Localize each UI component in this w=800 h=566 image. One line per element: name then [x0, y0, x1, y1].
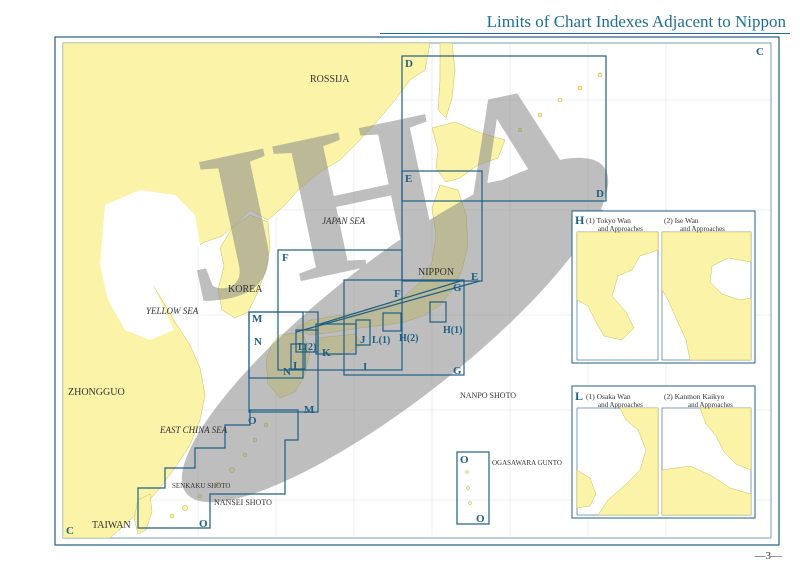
inset-h2-subtitle: and Approaches [680, 225, 725, 233]
label-ogasawara-gunto: OGASAWARA GUNTO [492, 459, 562, 467]
label-nanpo-shoto: NANPO SHOTO [460, 391, 516, 400]
label-taiwan: TAIWAN [92, 520, 131, 531]
label-zhongguo: ZHONGGUO [68, 387, 125, 398]
inset-l1-land-west [576, 469, 597, 509]
index-letter-h2: H(2) [399, 333, 418, 344]
page-number: —3— [754, 550, 783, 562]
index-letter-n-bottom: N [283, 366, 291, 378]
index-box-e[interactable] [401, 170, 483, 282]
index-letter-o-bottom: O [199, 518, 208, 530]
label-nippon: NIPPON [418, 267, 454, 278]
inset-h[interactable]: H (1) Tokyo Wan and Approaches (2) Ise W… [571, 210, 756, 364]
index-letter-m-bottom: M [304, 404, 315, 416]
index-letter-e-top: E [405, 173, 412, 185]
index-box-m[interactable] [248, 311, 319, 413]
index-link-ef [295, 280, 481, 333]
index-box-nansei[interactable] [137, 409, 299, 529]
title-rule [380, 33, 790, 34]
label-senkaku-shoto: SENKAKU SHOTO [172, 482, 230, 490]
inset-h1-title: (1) Tokyo Wan [586, 216, 631, 225]
label-japan-sea: JAPAN SEA [322, 216, 366, 226]
index-letter-h1: H(1) [443, 325, 462, 336]
index-boxes [137, 55, 607, 529]
index-link-g [319, 279, 465, 325]
land-sakhalin [437, 43, 456, 119]
index-letter-e-bottom: E [471, 271, 478, 283]
inset-l2-subtitle: and Approaches [688, 401, 733, 409]
index-box-f[interactable] [277, 249, 403, 371]
label-yellow-sea: YELLOW SEA [146, 306, 199, 316]
index-letter-c-top: C [756, 46, 764, 58]
index-letter-j: J [360, 334, 366, 346]
index-letter-g-top: G [453, 282, 462, 294]
index-box-d[interactable] [401, 55, 607, 202]
index-letter-d-top: D [405, 58, 413, 70]
label-rossija: ROSSIJA [310, 74, 350, 85]
index-letter-g-bottom: G [453, 365, 462, 377]
label-korea: KOREA [228, 284, 263, 295]
map-frame-outer [54, 36, 780, 546]
index-box-ogasawara[interactable] [456, 451, 490, 525]
inset-l1-subtitle: and Approaches [598, 401, 643, 409]
islands-kurils [517, 72, 603, 133]
inset-l2-land-south [661, 465, 752, 516]
index-letter-l2: L(2) [298, 342, 316, 353]
inset-h2-title: (2) Ise Wan [664, 216, 699, 225]
index-letter-o-ogasawara-bottom: O [476, 513, 485, 525]
index-letter-k: K [322, 347, 331, 359]
index-letter-m-top: M [252, 313, 263, 325]
sea-yellow-sea [100, 190, 200, 340]
index-letter-o-top: O [248, 415, 257, 427]
index-letter-f-bottom: F [394, 288, 401, 300]
inset-h1-subtitle: and Approaches [598, 225, 643, 233]
inset-l-letter: L [575, 389, 583, 403]
index-letters: C C D D E E F F G G H(1) H(2) J L(1) K L… [66, 46, 764, 537]
index-box-h2[interactable] [382, 312, 402, 332]
inset-l1-title: (1) Osaka Wan [586, 392, 631, 401]
index-box-k[interactable] [315, 323, 357, 355]
label-nansei-shoto: NANSEI SHOTO [214, 498, 272, 507]
inset-h-letter: H [575, 213, 585, 227]
inset-h1-land [576, 231, 659, 341]
index-box-g[interactable] [343, 279, 465, 376]
label-east-china-sea: EAST CHINA SEA [159, 425, 228, 435]
index-letter-l1: L(1) [372, 335, 390, 346]
land-korea [217, 214, 271, 319]
islands-ogasawara [465, 470, 472, 505]
index-letter-c-bottom: C [66, 525, 74, 537]
land-hokkaido [431, 121, 506, 183]
index-letter-o-ogasawara-top: O [460, 454, 469, 466]
inset-l2-land [699, 407, 752, 471]
page-title: Limits of Chart Indexes Adjacent to Nipp… [486, 12, 786, 31]
inset-l[interactable]: L (1) Osaka Wan and Approaches (2) Kanmo… [571, 385, 756, 519]
inset-l1-land [597, 407, 659, 516]
index-box-h1[interactable] [429, 301, 447, 323]
index-letter-i-left: I [293, 360, 297, 372]
inset-l2-title: (2) Kanmon Kaikyo [664, 392, 725, 401]
inset-h2-land [661, 231, 752, 361]
geo-labels: ROSSIJA JAPAN SEA KOREA YELLOW SEA ZHONG… [68, 74, 562, 531]
index-letter-d-bottom: D [596, 188, 604, 200]
index-box-i[interactable] [290, 343, 306, 370]
index-letter-f-top: F [282, 252, 289, 264]
index-letter-n-top: N [254, 336, 262, 348]
index-letter-i-right: I [363, 361, 367, 373]
